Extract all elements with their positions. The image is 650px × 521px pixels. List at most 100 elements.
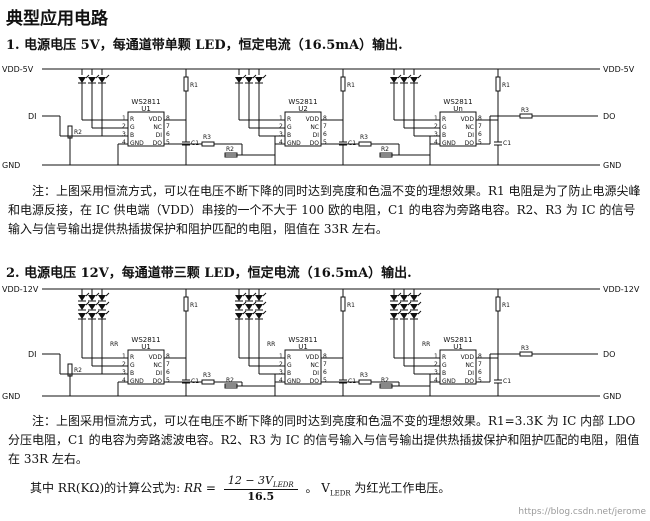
chip-pin-number: 6 (478, 131, 482, 138)
ws2811-chip (284, 349, 322, 385)
vdd-left-label: VDD-12V (2, 285, 39, 294)
chip-name: WS2811 (443, 336, 472, 344)
led-arrow (85, 74, 90, 79)
chip-pin-number: 6 (166, 131, 170, 138)
chip-ref: Un (453, 105, 463, 113)
chip-pin-number: 2 (434, 361, 438, 368)
formula-prefix: 其中 RR(KΩ)的计算公式为: (30, 481, 181, 496)
led-diode (235, 304, 243, 310)
chip-pin-number: 1 (279, 353, 283, 360)
chip-pin-left: B (442, 370, 446, 377)
led-diode (390, 295, 398, 301)
led-diode (390, 77, 398, 83)
chip-pin-number: 6 (478, 369, 482, 376)
chip-pin-number: 5 (323, 139, 327, 146)
chip-pin-left: GND (442, 140, 456, 147)
chip-pin-number: 3 (434, 131, 438, 138)
led-arrow (262, 310, 267, 315)
chip-pin-number: 1 (434, 115, 438, 122)
chip-pin-number: 8 (478, 115, 482, 122)
led-arrow (95, 310, 100, 315)
led-arrow (95, 301, 100, 306)
chip-pin-number: 5 (166, 139, 170, 146)
section1-heading: 1. 电源电压 5V，每通道带单颗 LED，恒定电流（16.5mA）输出. (6, 38, 403, 53)
chip-pin-right: VDD (149, 354, 163, 361)
r3-resistor (519, 351, 533, 357)
page-title: 典型应用电路 (6, 9, 108, 29)
led-diode (255, 295, 263, 301)
chip-pin-left: G (442, 362, 447, 369)
chip-pin-number: 2 (279, 361, 283, 368)
chip-pin-right: NC (465, 124, 474, 131)
led-arrow (397, 292, 402, 297)
led-diode (410, 304, 418, 310)
led-diode (235, 313, 243, 319)
chip-pin-number: 2 (122, 123, 126, 130)
led-arrow (397, 301, 402, 306)
r3-resistor (358, 379, 372, 385)
chip-pin-left: R (442, 116, 446, 123)
watermark: https://blog.csdn.net/jerome (518, 507, 646, 517)
led-diode (235, 77, 243, 83)
chip-pin-number: 8 (323, 115, 327, 122)
c1-label: C1 (503, 378, 511, 385)
r1-label: R1 (347, 302, 355, 309)
led-arrow (252, 310, 257, 315)
led-arrow (242, 292, 247, 297)
led-arrow (262, 301, 267, 306)
ws2811-chip (439, 111, 477, 147)
led-arrow (95, 74, 100, 79)
vdd-right-label: VDD-5V (603, 65, 635, 74)
di-label: DI (28, 350, 37, 359)
led-arrow (417, 301, 422, 306)
led-diode (78, 77, 86, 83)
chip-pin-number: 8 (166, 353, 170, 360)
chip-pin-number: 5 (478, 139, 482, 146)
chip-pin-left: R (442, 354, 446, 361)
led-diode (245, 77, 253, 83)
r2-label: R2 (226, 377, 234, 384)
led-arrow (85, 301, 90, 306)
chip-name: WS2811 (288, 336, 317, 344)
chip-pin-number: 4 (434, 377, 438, 384)
chip-name: WS2811 (288, 98, 317, 106)
ws2811-chip (284, 111, 322, 147)
chip-pin-number: 3 (122, 369, 126, 376)
r1-resistor (495, 296, 501, 312)
r2-label: R2 (74, 367, 82, 374)
chip-pin-number: 6 (166, 369, 170, 376)
chip-pin-left: B (287, 370, 291, 377)
chip-pin-right: DO (153, 140, 163, 147)
chip-pin-number: 7 (166, 361, 170, 368)
led-diode (390, 304, 398, 310)
chip-pin-number: 4 (279, 139, 283, 146)
r3-resistor (358, 141, 372, 147)
gnd-right-label: GND (603, 392, 621, 401)
chip-pin-right: DI (468, 132, 475, 139)
chip-pin-number: 3 (434, 369, 438, 376)
led-diode (400, 77, 408, 83)
formula-suffix: 。 VLEDR 为红光工作电压。 (305, 481, 451, 498)
r2-label: R2 (381, 377, 389, 384)
led-diode (400, 304, 408, 310)
led-diode (255, 304, 263, 310)
formula-numerator: 12 − 3VLEDR (223, 474, 298, 491)
chip-pin-right: DO (153, 378, 163, 385)
led-arrow (105, 292, 110, 297)
led-arrow (242, 301, 247, 306)
led-diode (88, 295, 96, 301)
chip-pin-right: DO (465, 378, 475, 385)
r1-label: R1 (347, 82, 355, 89)
ws2811-chip (439, 349, 477, 385)
chip-pin-number: 5 (478, 377, 482, 384)
led-arrow (105, 74, 110, 79)
gnd-left-label: GND (2, 161, 20, 170)
led-diode (88, 77, 96, 83)
chip-pin-left: G (287, 124, 292, 131)
r3-label: R3 (360, 134, 368, 141)
chip-pin-number: 4 (279, 377, 283, 384)
r3-label: R3 (203, 372, 211, 379)
formula-fraction: 12 − 3VLEDR 16.5 (223, 474, 298, 503)
chip-pin-left: R (130, 354, 134, 361)
